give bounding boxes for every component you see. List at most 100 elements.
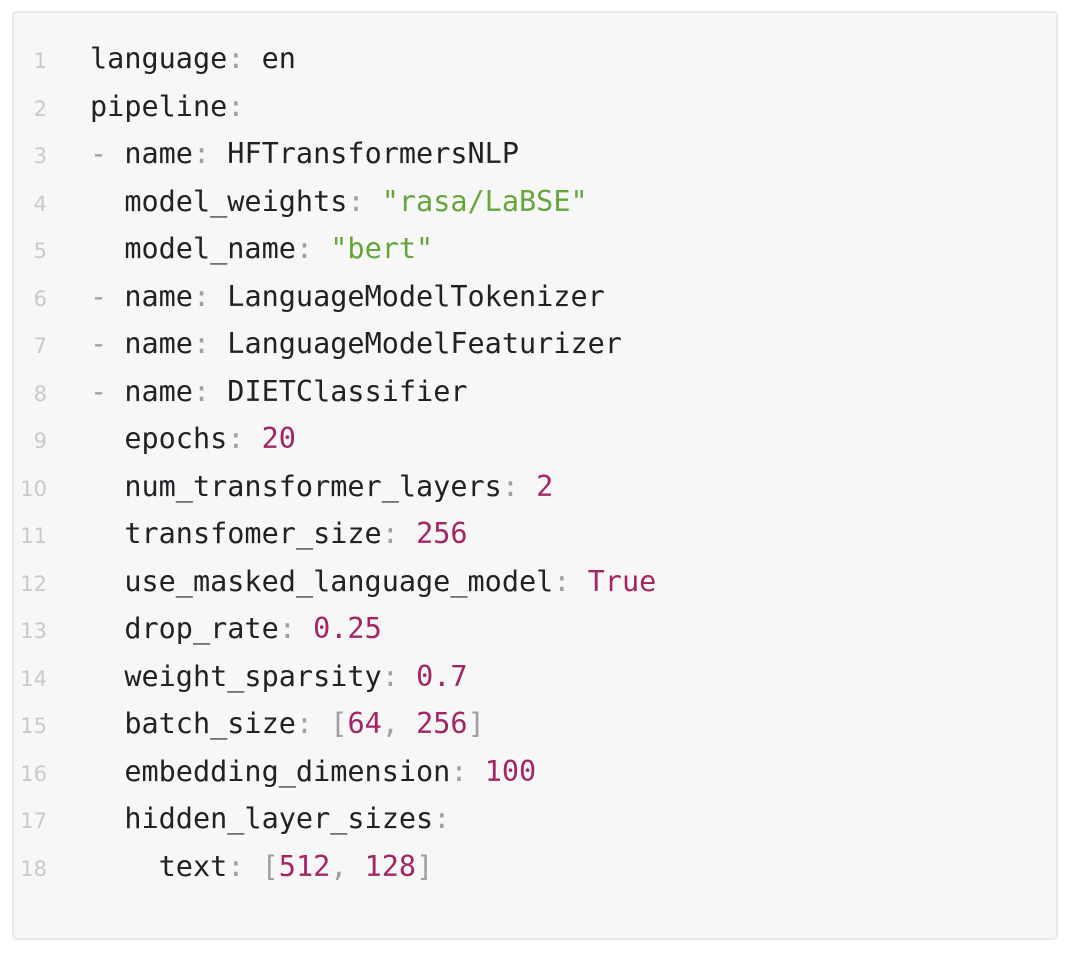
token-punc: , <box>330 849 365 883</box>
code-text: use_masked_language_model: True <box>90 558 656 606</box>
line-number: 16 <box>20 761 47 786</box>
code-line: 16 embedding_dimension: 100 <box>14 748 1056 796</box>
line-number: 14 <box>20 666 47 691</box>
token-key: weight_sparsity <box>124 659 382 693</box>
code-line: 15 batch_size: [64, 256] <box>14 700 1056 748</box>
token-plain <box>313 707 330 740</box>
token-punc: : <box>192 327 211 360</box>
line-number: 4 <box>33 191 47 216</box>
token-plain <box>399 660 416 693</box>
token-plain <box>570 565 587 598</box>
token-str: "rasa/LaBSE" <box>381 184 588 218</box>
line-number: 6 <box>33 286 47 311</box>
yaml-code-block: 1 language: en 2 pipeline: 3 - name: HFTransf… <box>12 11 1058 940</box>
line-number: 17 <box>20 809 47 833</box>
token-plain <box>90 802 124 835</box>
token-num: 256 <box>416 517 468 550</box>
code-text: batch_size: [64, 256] <box>90 700 485 748</box>
token-punc: : <box>192 279 211 313</box>
token-num: 128 <box>364 849 417 883</box>
token-key: transfomer_size <box>124 517 382 550</box>
token-key: batch_size <box>124 707 296 740</box>
code-line: 11 transfomer_size: 256 <box>14 510 1056 558</box>
token-key: hidden_layer_sizes <box>124 802 434 835</box>
token-punc: - <box>90 137 125 170</box>
token-plain <box>90 517 124 550</box>
token-punc: : <box>278 612 296 645</box>
token-plain <box>90 850 159 883</box>
token-punc: : <box>295 232 314 265</box>
token-punc: : <box>501 469 519 503</box>
token-punc: : <box>433 802 451 835</box>
token-plain: en <box>244 42 296 75</box>
token-key: num_transformer_layers <box>124 469 502 503</box>
token-plain <box>90 422 124 455</box>
token-punc: : <box>192 137 211 170</box>
code-text: language: en <box>90 35 296 83</box>
code-text: - name: LanguageModelTokenizer <box>90 273 605 321</box>
token-punc: ] <box>416 849 434 883</box>
code-text: - name: DIETClassifier <box>90 368 468 416</box>
code-line: 3 - name: HFTransformersNLP <box>14 130 1056 178</box>
token-key: epochs <box>124 422 228 455</box>
line-number: 3 <box>33 144 47 168</box>
code-line: 4 model_weights: "rasa/LaBSE" <box>14 178 1056 226</box>
code-text: pipeline: <box>90 83 244 131</box>
token-punc: : <box>553 564 571 598</box>
token-key: name <box>124 327 193 360</box>
line-number: 9 <box>33 429 47 453</box>
code-line: 7- name: LanguageModelFeaturizer <box>14 320 1056 368</box>
token-num: 2 <box>536 469 554 503</box>
token-key: drop_rate <box>124 612 279 645</box>
token-key: model_weights <box>124 184 348 218</box>
line-number: 10 <box>20 476 47 501</box>
token-key: name <box>124 279 193 313</box>
token-key: pipeline <box>90 89 228 123</box>
token-num: 100 <box>484 754 537 788</box>
code-text: epochs: 20 <box>90 415 296 463</box>
line-number: 7 <box>33 334 47 358</box>
token-plain <box>296 612 313 645</box>
token-key: name <box>124 137 193 170</box>
code-line: 1 language: en <box>14 35 1056 83</box>
line-number: 2 <box>33 96 47 121</box>
token-punc: : <box>347 184 365 218</box>
token-plain <box>468 755 485 788</box>
token-key: language <box>90 42 228 75</box>
code-line: 6 - name: LanguageModelTokenizer <box>14 273 1056 321</box>
code-line: 9 epochs: 20 <box>14 415 1056 463</box>
token-plain <box>90 470 124 503</box>
token-punc: - <box>90 279 125 313</box>
code-text: num_transformer_layers: 2 <box>90 463 553 511</box>
token-key: name <box>124 374 193 408</box>
token-bool: True <box>587 564 657 598</box>
code-text: hidden_layer_sizes: <box>90 795 450 843</box>
code-line: 18 text: [512, 128] <box>14 843 1056 891</box>
token-punc: : <box>295 707 314 740</box>
line-number: 5 <box>33 239 47 263</box>
token-key: model_name <box>124 232 296 265</box>
token-plain <box>519 470 536 503</box>
token-plain <box>399 517 416 550</box>
code-line: 10 num_transformer_layers: 2 <box>14 463 1056 511</box>
code-line: 5 model_name: "bert" <box>14 225 1056 273</box>
token-plain <box>90 707 124 740</box>
line-number: 1 <box>33 49 47 73</box>
code-line: 13 drop_rate: 0.25 <box>14 605 1056 653</box>
token-plain <box>313 232 330 265</box>
token-punc: [ <box>261 849 279 883</box>
token-punc: ] <box>467 707 485 740</box>
code-line: 12 use_masked_language_model: True <box>14 558 1056 606</box>
token-punc: [ <box>330 707 348 740</box>
code-text: model_weights: "rasa/LaBSE" <box>90 178 588 226</box>
line-number: 11 <box>20 524 47 548</box>
token-plain <box>244 850 261 883</box>
token-num: 256 <box>416 707 468 740</box>
token-num: 512 <box>278 849 331 883</box>
token-plain: HFTransformersNLP <box>210 137 519 170</box>
token-punc: : <box>227 422 245 455</box>
token-plain <box>90 755 124 788</box>
token-plain: LanguageModelTokenizer <box>210 279 605 313</box>
token-num: 20 <box>261 422 296 455</box>
token-punc: : <box>381 659 399 693</box>
